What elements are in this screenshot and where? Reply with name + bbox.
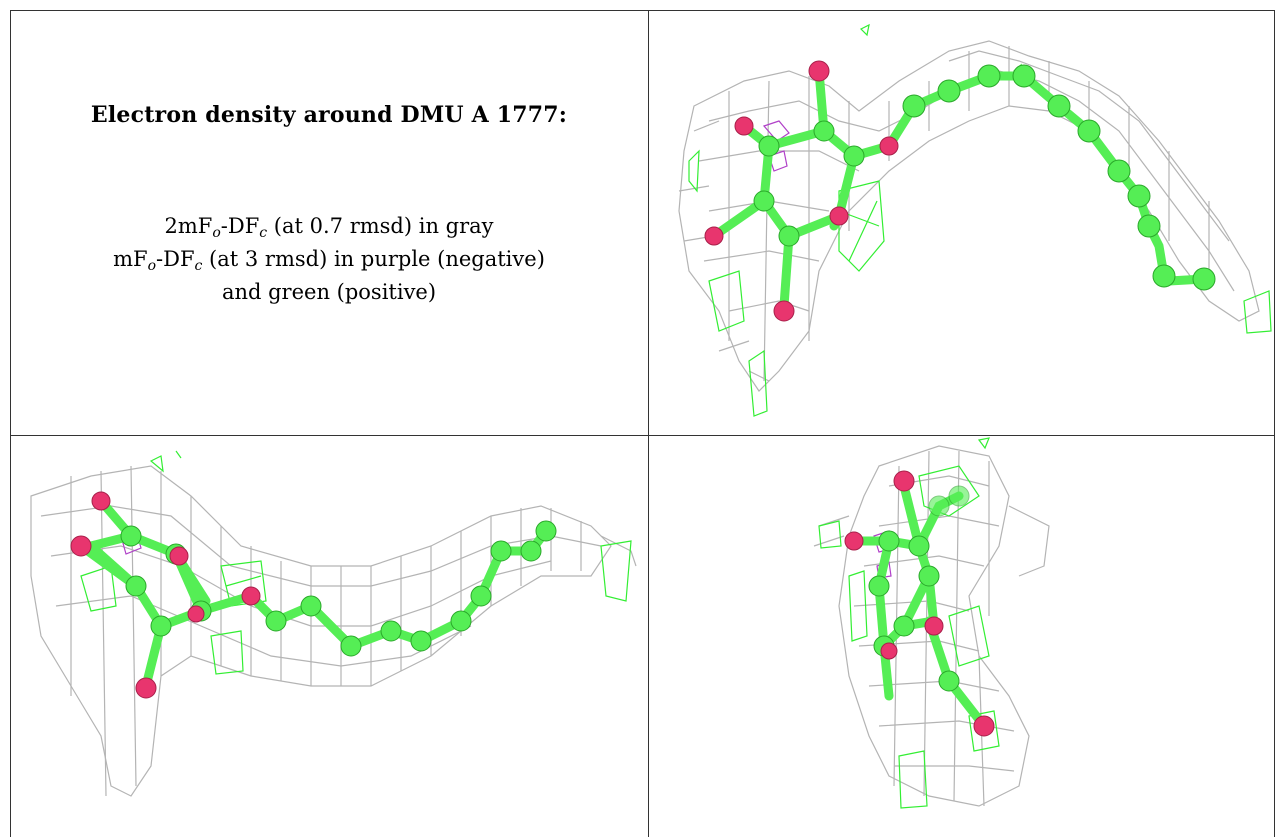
figure-title: Electron density around DMU A 1777: — [90, 102, 568, 128]
oxygen-atoms — [70, 491, 261, 699]
caption-cell: Electron density around DMU A 1777: 2mFo… — [10, 10, 648, 435]
density-view-2 — [11, 436, 648, 837]
legend-line-gray: 2mFo-DFc (at 0.7 rmsd) in gray — [164, 214, 494, 241]
legend-line-purple: mFo-DFc (at 3 rmsd) in purple (negative) — [113, 247, 545, 274]
density-view-3 — [649, 436, 1274, 837]
legend-line-green: and green (positive) — [221, 280, 437, 304]
table-divider-vertical — [648, 10, 649, 837]
table-border-right — [1274, 10, 1275, 837]
carbon-atoms — [868, 485, 970, 692]
molecule-render-2 — [30, 450, 637, 797]
molecule-render-3 — [813, 437, 1050, 809]
table-divider-horizontal — [10, 435, 1274, 436]
table-border-left — [10, 10, 11, 837]
table-border-top — [10, 10, 1274, 11]
molecule-render-1 — [678, 23, 1272, 417]
molecule-bonds — [849, 481, 989, 731]
green-density-mesh — [818, 437, 1000, 809]
carbon-atoms — [753, 64, 1216, 291]
purple-density-mesh — [762, 120, 790, 172]
carbon-atoms — [120, 520, 557, 657]
gray-density-mesh — [678, 40, 1260, 392]
oxygen-atoms — [844, 470, 995, 737]
figure-description: 2mFo-DFc (at 0.7 rmsd) in gray mFo-DFc (… — [10, 210, 648, 309]
density-view-1 — [649, 11, 1274, 435]
oxygen-atoms — [704, 60, 899, 322]
green-density-mesh — [80, 450, 632, 675]
